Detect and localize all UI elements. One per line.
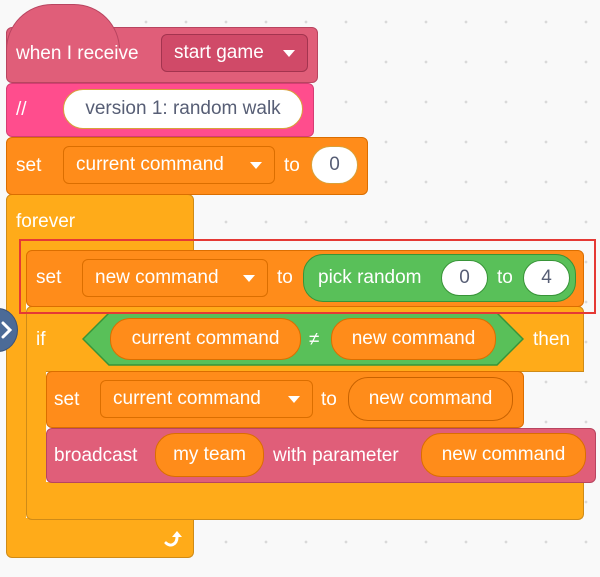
if-label: if xyxy=(36,329,46,350)
chevron-down-icon xyxy=(288,396,300,403)
to-label: to xyxy=(321,389,337,410)
set-label: set xyxy=(16,155,42,176)
to-label: to xyxy=(284,155,300,176)
set-label: set xyxy=(36,267,62,288)
comment-text-input[interactable]: version 1: random walk xyxy=(63,89,303,129)
condition-right-reporter[interactable]: new command xyxy=(331,318,496,360)
random-to-label: to xyxy=(497,267,513,288)
to-label: to xyxy=(277,267,293,288)
message-dropdown[interactable]: start game xyxy=(161,34,308,72)
loop-arrow-icon xyxy=(160,527,184,551)
chevron-down-icon xyxy=(283,50,295,57)
variable-dropdown[interactable]: current command xyxy=(63,146,275,184)
then-label: then xyxy=(533,329,570,350)
broadcast-parameter-reporter[interactable]: new command xyxy=(421,433,586,477)
message-dropdown-value: start game xyxy=(174,42,264,63)
forever-label: forever xyxy=(16,211,76,232)
if-bottom xyxy=(26,482,584,520)
hat-label: when I receive xyxy=(16,43,139,64)
value-input[interactable]: 0 xyxy=(311,146,358,184)
if-arm xyxy=(26,368,46,488)
forever-bottom[interactable] xyxy=(6,518,194,558)
new-command-reporter[interactable]: new command xyxy=(348,377,513,421)
chevron-down-icon xyxy=(243,275,255,282)
chevron-down-icon xyxy=(250,162,262,169)
condition-left-reporter[interactable]: current command xyxy=(110,318,301,360)
variable-dropdown-value: current command xyxy=(76,154,224,175)
random-from-input[interactable]: 0 xyxy=(441,260,488,296)
broadcast-target-reporter[interactable]: my team xyxy=(155,433,264,477)
variable-dropdown[interactable]: new command xyxy=(82,259,268,297)
chevron-icon xyxy=(1,320,13,340)
broadcast-label: broadcast xyxy=(54,445,138,466)
with-parameter-label: with parameter xyxy=(273,445,399,466)
highlight-box xyxy=(19,239,596,314)
pick-random-label: pick random xyxy=(318,267,422,288)
set-label: set xyxy=(54,389,80,410)
variable-dropdown[interactable]: current command xyxy=(100,380,313,418)
operator-symbol: ≠ xyxy=(309,329,320,350)
comment-label: // xyxy=(16,99,27,120)
variable-dropdown-value: new command xyxy=(95,267,219,288)
variable-dropdown-value: current command xyxy=(113,388,261,409)
random-to-input[interactable]: 4 xyxy=(523,260,570,296)
